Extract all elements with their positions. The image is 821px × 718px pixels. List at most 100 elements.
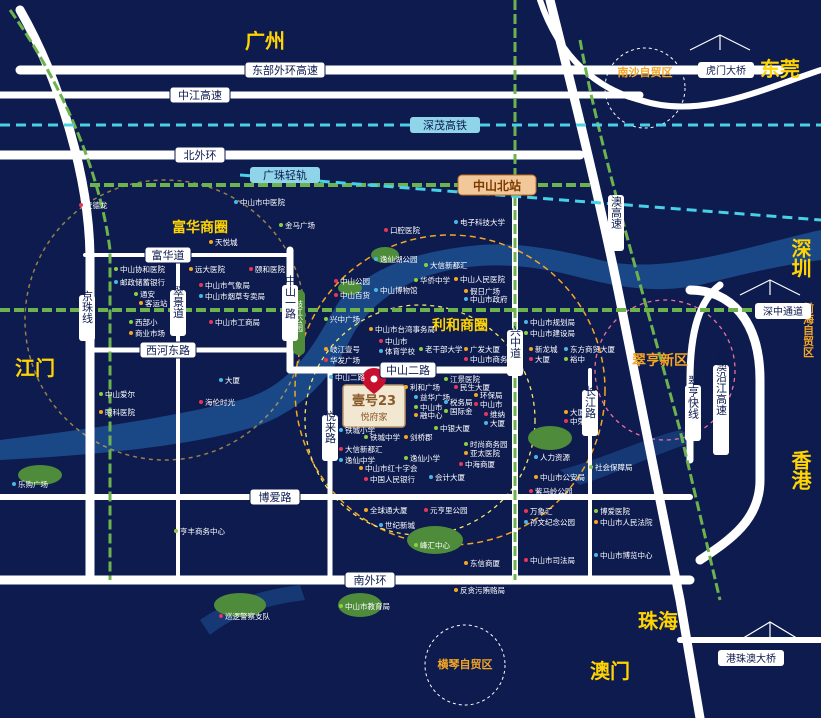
poi-dot [464,357,468,361]
project-marker[interactable]: 壹号23 悦府家 [342,368,406,428]
poi-label: 中山市 [420,402,443,412]
region-hongkong: 香港 [788,450,812,490]
poi-dot [209,320,213,324]
poi-dot [524,509,528,513]
svg-text:富华道: 富华道 [152,248,185,262]
poi-dot [424,508,428,512]
poi-label: 体育学校 [385,346,415,356]
poi-label: 西部小 [135,317,158,327]
poi-dot [379,523,383,527]
poi-label: 万象汇 [530,506,553,516]
poi-dot [524,558,528,562]
poi-dot [199,283,203,287]
poi-label: 会计大厦 [435,472,465,482]
poi-label: 环保局 [480,391,503,400]
poi-label: 社会保障局 [595,462,633,472]
poi-label: 东信商厦 [470,558,500,568]
road-label-zhongshan2: 中山二路 [379,361,437,379]
svg-text:虎门大桥: 虎门大桥 [706,64,746,77]
poi-label: 岐江壹号 [330,344,360,354]
poi-label: 中山市 [480,399,503,409]
poi-dot [139,301,143,305]
poi-label: 中银大厦 [440,423,470,433]
poi-label: 中山爱尔 [105,389,135,399]
sunwen-park [407,526,463,554]
poi-label: 孙文纪念公园 [530,517,575,527]
poi-dot [329,375,333,379]
poi-dot [99,410,103,414]
svg-text:广珠轻轨: 广珠轻轨 [263,168,307,182]
zhongshan-north-station[interactable]: 中山北站 [457,174,537,196]
poi-label: 东方商贸大厦 [570,344,615,354]
svg-text:博爱路: 博爱路 [259,491,292,504]
poi-dot [484,412,488,416]
poi-dot [374,257,378,261]
zone-fuhua: 富华商圈 [172,219,228,236]
poi-label: 电子科技大学 [460,217,505,227]
poi-dot [464,561,468,565]
region-guangzhou: 广州 [245,29,285,53]
poi-dot [434,426,438,430]
poi-label: 客运站 [145,298,168,308]
poi-dot [459,462,463,466]
poi-dot [379,339,383,343]
poi-label: 国际金 [450,406,473,416]
poi-dot [474,393,478,397]
road-label-shenmao: 深茂高铁 [410,117,480,133]
poi-dot [424,263,428,267]
poi-dot [464,289,468,293]
poi-label: 时尚商务园 [470,439,508,449]
road-label-yuelai: 悦来路 [324,409,337,444]
poi-dot [404,456,408,460]
zimaling-park [528,426,572,450]
svg-text:深茂高铁: 深茂高铁 [423,118,467,132]
poi-dot [414,543,418,547]
poi-label: 中山市教育局 [345,601,390,611]
parks [18,247,572,617]
river-branch [560,430,700,485]
poi-label: 华侨中学 [420,275,450,285]
svg-text:深中通道: 深中通道 [763,305,803,318]
poi-dot [334,293,338,297]
poi-dot [114,267,118,271]
road-label-fuhua: 富华道 [144,246,192,264]
poi-label: 民生大厦 [460,382,490,392]
poi-label: 大信新都汇 [345,444,383,454]
poi-label: 大厦 [570,407,585,417]
poi-dot [454,385,458,389]
poi-dot [339,604,343,608]
poi-label: 大信新都汇 [430,260,468,270]
haodu-park [214,593,266,617]
poi-dot [454,220,458,224]
zone-nansha: 南沙自贸区 [618,65,673,79]
poi-label: 中山市工商局 [215,317,260,327]
road-label-nanwai: 南外环 [344,571,396,589]
road-label-xihe: 西河东路 [139,341,197,359]
poi-dot [12,482,16,486]
poi-dot [209,240,213,244]
poi-dot [529,347,533,351]
poi-dot [464,451,468,455]
road-label-jingzhu: 京珠线 [81,289,94,323]
poi-label: 广发大厦 [470,344,500,354]
svg-text:中江高速: 中江高速 [178,88,222,102]
poi-dot [474,402,478,406]
poi-dot [534,455,538,459]
poi-dot [524,320,528,324]
road-label-changjiang: 长江路 [584,385,597,419]
poi-dot [364,477,368,481]
cuiheng-circle [594,299,736,441]
zone-lihe: 利和商圈 [432,317,488,334]
poi-dot [279,223,283,227]
poi-label: 中山市 [385,336,408,346]
poi-dot [444,377,448,381]
road-label-zhongjiang: 中江高速 [169,86,231,104]
bridge-icons [689,34,801,641]
poi-dot [199,294,203,298]
poi-dot [79,203,83,207]
poi-dot [589,465,593,469]
poi-dot [444,400,448,404]
poi-dot [454,277,458,281]
poi-label: 口腔医院 [390,225,420,235]
poi-label: 剑桥郡 [410,432,433,442]
